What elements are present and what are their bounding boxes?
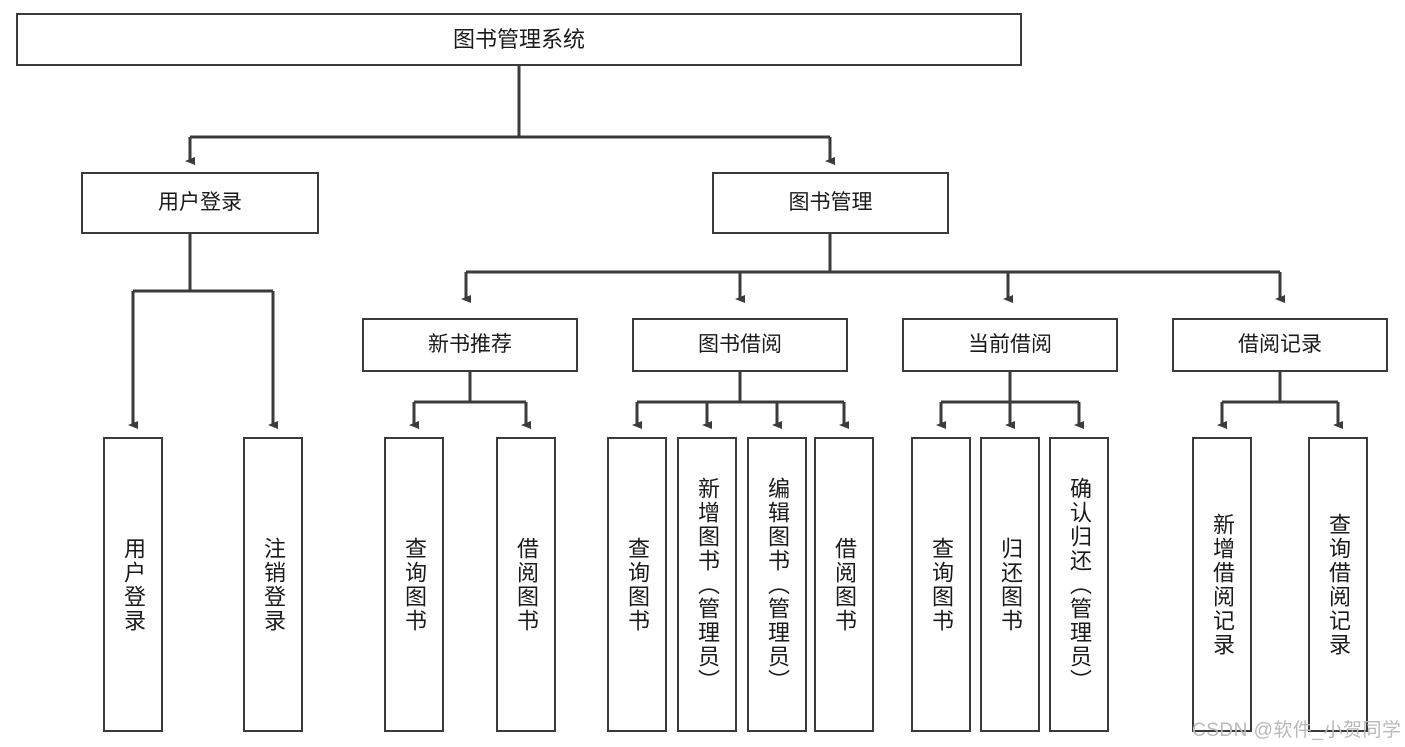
- leaf-query-book-borrow[interactable]: 查询图书: [607, 437, 667, 732]
- node-label: 查询图书: [929, 536, 954, 633]
- node-label: 新增借阅记录: [1210, 512, 1235, 657]
- leaf-user-login[interactable]: 用户登录: [103, 437, 163, 732]
- node-book-manage[interactable]: 图书管理: [712, 172, 949, 234]
- node-label: 新书推荐: [428, 332, 512, 356]
- node-label: 注销登录: [261, 536, 286, 633]
- node-label: 图书管理: [788, 190, 873, 214]
- leaf-confirm-return-admin[interactable]: 确认归还（管理员）: [1049, 437, 1109, 732]
- node-label: 编辑图书（管理员）: [765, 476, 790, 693]
- node-label: 当前借阅: [968, 332, 1052, 356]
- node-root-system[interactable]: 图书管理系统: [16, 13, 1022, 66]
- csdn-watermark: CSDN @软件_小贺同学: [1192, 720, 1402, 741]
- node-current-borrow[interactable]: 当前借阅: [902, 318, 1118, 372]
- leaf-return-book[interactable]: 归还图书: [980, 437, 1040, 732]
- node-label: 归还图书: [998, 536, 1023, 633]
- node-label: 图书管理系统: [452, 26, 585, 52]
- node-label: 新增图书（管理员）: [695, 476, 720, 693]
- node-label: 图书借阅: [698, 332, 782, 356]
- node-label: 借阅图书: [832, 536, 857, 633]
- node-label: 查询图书: [402, 536, 427, 633]
- node-borrow-record[interactable]: 借阅记录: [1172, 318, 1388, 372]
- leaf-query-borrow-record[interactable]: 查询借阅记录: [1308, 437, 1368, 732]
- leaf-query-book-recommend[interactable]: 查询图书: [384, 437, 444, 732]
- leaf-borrow-book-recommend[interactable]: 借阅图书: [496, 437, 556, 732]
- node-label: 查询借阅记录: [1326, 512, 1351, 657]
- leaf-edit-book-admin[interactable]: 编辑图书（管理员）: [747, 437, 807, 732]
- node-label: 用户登录: [121, 536, 146, 633]
- leaf-query-book-current[interactable]: 查询图书: [911, 437, 971, 732]
- node-new-book-recommend[interactable]: 新书推荐: [362, 318, 578, 372]
- node-label: 确认归还（管理员）: [1067, 476, 1092, 693]
- node-user-login[interactable]: 用户登录: [81, 172, 319, 234]
- leaf-add-borrow-record[interactable]: 新增借阅记录: [1192, 437, 1252, 732]
- node-label: 查询图书: [625, 536, 650, 633]
- node-book-borrow[interactable]: 图书借阅: [632, 318, 848, 372]
- leaf-add-book-admin[interactable]: 新增图书（管理员）: [677, 437, 737, 732]
- leaf-user-logout[interactable]: 注销登录: [243, 437, 303, 732]
- node-label: 借阅图书: [514, 536, 539, 633]
- node-label: 借阅记录: [1238, 332, 1322, 356]
- leaf-borrow-book[interactable]: 借阅图书: [814, 437, 874, 732]
- node-label: 用户登录: [158, 190, 242, 214]
